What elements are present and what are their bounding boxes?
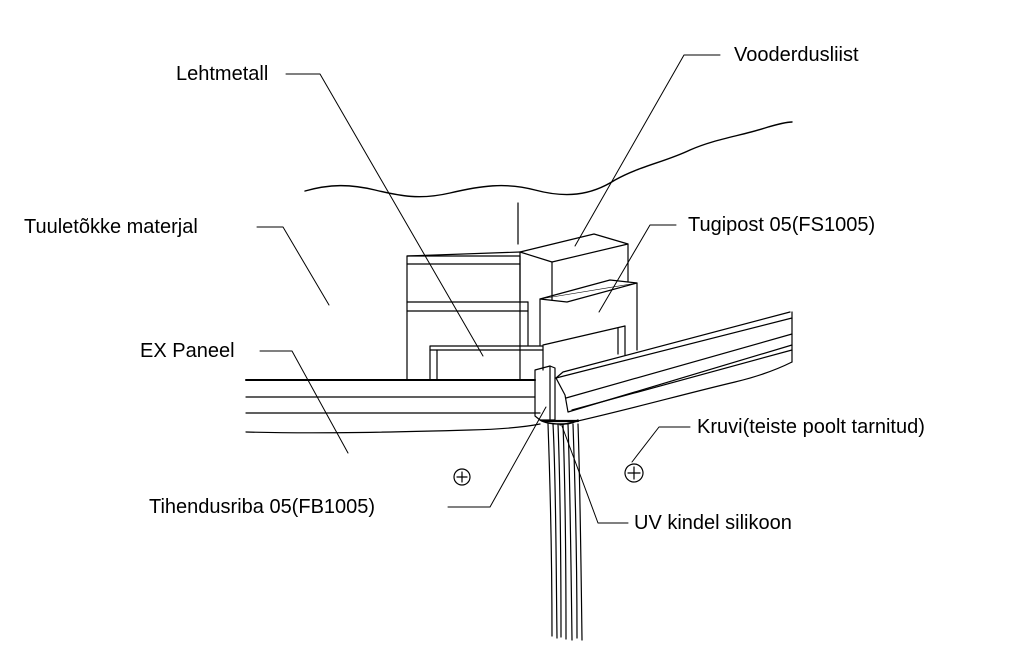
label-tihendusriba: Tihendusriba 05(FB1005): [149, 496, 376, 518]
screw-head-icon: [454, 469, 470, 485]
screw-head-icon: [622, 461, 645, 484]
leader-tugipost: [599, 225, 676, 312]
label-lehtmetall: Lehtmetall: [176, 63, 269, 85]
leader-ex-paneel: [260, 351, 348, 453]
leader-vooderdusliist: [575, 55, 720, 246]
leader-silikoon: [562, 426, 628, 523]
ex-panel-left: [246, 380, 540, 433]
leader-tihendusriba: [448, 407, 546, 507]
sheet-metal: [430, 346, 543, 380]
leader-lehtmetall: [286, 74, 483, 356]
label-uv-silikoon: UV kindel silikoon: [634, 512, 792, 534]
support-post: [540, 280, 637, 355]
vertical-wall-section: [548, 424, 582, 640]
leader-lines: [257, 55, 720, 523]
sealing-strip: [535, 366, 555, 420]
wall-break-line: [305, 122, 792, 197]
label-tuuletokke-materjal: Tuuletõkke materjal: [24, 216, 198, 238]
label-tugipost: Tugipost 05(FS1005): [688, 214, 876, 236]
uv-silicone: [540, 420, 578, 424]
leader-kruvi: [632, 427, 690, 462]
wall-block: [407, 252, 528, 380]
leader-tuuletokke: [257, 227, 329, 305]
ex-panel-right: [556, 312, 792, 425]
label-vooderdusliist: Vooderdusliist: [734, 44, 859, 66]
label-kruvi: Kruvi(teiste poolt tarnitud): [697, 416, 925, 438]
label-ex-paneel: EX Paneel: [140, 340, 235, 362]
